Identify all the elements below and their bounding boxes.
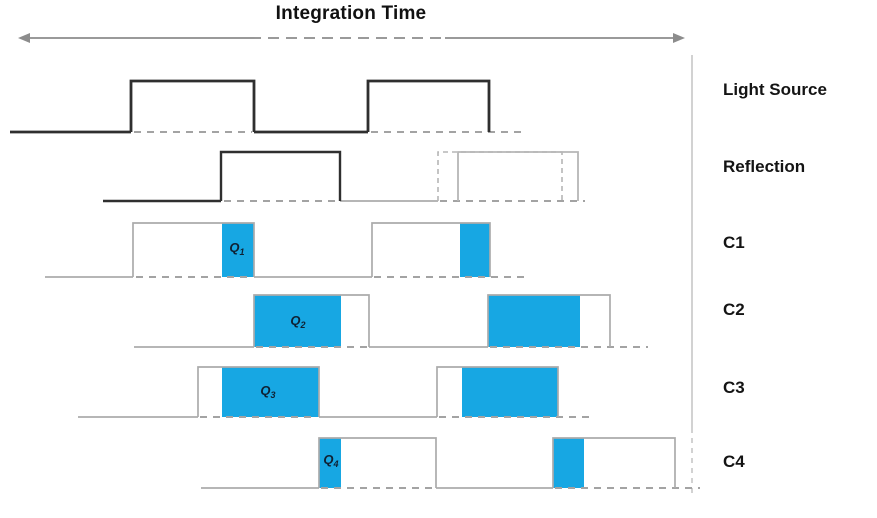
integration-time-arrow — [18, 33, 685, 43]
charge-label-q1: Q1 — [229, 240, 244, 257]
charge-region-c4-2 — [553, 438, 584, 488]
pulse-c1 — [132, 222, 255, 277]
pulse-c4 — [552, 437, 676, 488]
charge-region-c1-2 — [460, 223, 490, 277]
pulse-reflection — [219, 150, 342, 201]
charge-label-q2: Q2 — [290, 313, 305, 330]
ghost-pulse-solid — [457, 151, 579, 201]
waveform-row-c3: Q3 — [78, 366, 592, 418]
pulse-c3 — [197, 366, 320, 417]
pulse-c1 — [371, 222, 491, 277]
waveform-row-c2: Q2 — [134, 294, 648, 348]
pulse-light-source — [129, 79, 256, 132]
charge-region-c2-1 — [254, 295, 341, 347]
row-label-c3: C3 — [723, 378, 745, 397]
waveform-row-c4: Q4 — [201, 437, 700, 489]
row-label-c1: C1 — [723, 233, 745, 252]
ghost-pulse-dashed — [437, 151, 563, 201]
row-label-reflection: Reflection — [723, 157, 806, 176]
charge-region-c1-1 — [222, 223, 254, 277]
waveform-row-reflection — [103, 150, 585, 203]
charge-region-c3-1 — [222, 367, 319, 417]
charge-region-c2-2 — [488, 295, 580, 347]
row-label-c2: C2 — [723, 300, 745, 319]
arrowhead-right-icon — [673, 33, 685, 43]
pulse-light-source — [366, 79, 491, 132]
charge-label-q3: Q3 — [260, 383, 275, 400]
waveform-row-light-source — [10, 79, 523, 134]
row-label-c4: C4 — [723, 452, 745, 471]
row-label-light-source: Light Source — [723, 80, 827, 99]
pulse-c4 — [318, 437, 437, 488]
pulse-c2 — [253, 294, 370, 347]
charge-label-q4: Q4 — [323, 452, 338, 469]
pulse-c2 — [487, 294, 611, 347]
charge-region-c4-1 — [319, 438, 341, 488]
pulse-c3 — [436, 366, 559, 417]
charge-region-c3-2 — [462, 367, 558, 417]
diagram-title: Integration Time — [275, 3, 427, 24]
arrowhead-left-icon — [18, 33, 30, 43]
waveform-row-c1: Q1 — [45, 222, 530, 278]
